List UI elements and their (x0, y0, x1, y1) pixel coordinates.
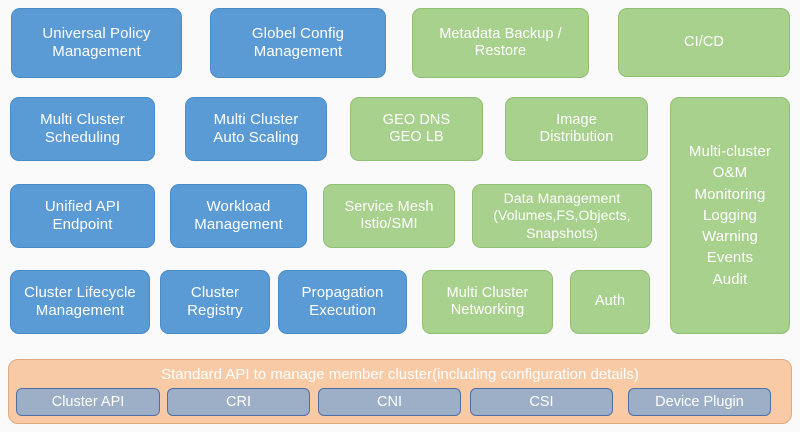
node-service-mesh-istio-smi[interactable]: Service Mesh Istio/SMI (323, 184, 455, 248)
node-ci-cd[interactable]: CI/CD (618, 8, 790, 77)
chip-cni[interactable]: CNI (318, 388, 461, 416)
standard-api-band-title: Standard API to manage member cluster(in… (161, 366, 639, 383)
node-global-config-management[interactable]: Globel Config Management (210, 8, 386, 78)
chip-cri[interactable]: CRI (167, 388, 310, 416)
node-data-management[interactable]: Data Management (Volumes,FS,Objects, Sna… (472, 184, 652, 248)
node-workload-management[interactable]: Workload Management (170, 184, 307, 248)
node-cluster-lifecycle-management[interactable]: Cluster Lifecycle Management (10, 270, 150, 334)
node-propagation-execution[interactable]: Propagation Execution (278, 270, 407, 334)
node-unified-api-endpoint[interactable]: Unified API Endpoint (10, 184, 155, 248)
node-auth[interactable]: Auth (570, 270, 650, 334)
node-universal-policy-management[interactable]: Universal Policy Management (11, 8, 182, 78)
chip-cluster-api[interactable]: Cluster API (16, 388, 160, 416)
node-multi-cluster-networking[interactable]: Multi Cluster Networking (422, 270, 553, 334)
node-geo-dns-geo-lb[interactable]: GEO DNS GEO LB (350, 97, 483, 161)
node-cluster-registry[interactable]: Cluster Registry (160, 270, 270, 334)
node-metadata-backup-restore[interactable]: Metadata Backup / Restore (412, 8, 589, 78)
node-multi-cluster-scheduling[interactable]: Multi Cluster Scheduling (10, 97, 155, 161)
node-multi-cluster-oam-panel[interactable]: Multi-cluster O&M Monitoring Logging War… (670, 97, 790, 334)
chip-device-plugin[interactable]: Device Plugin (628, 388, 771, 416)
node-multi-cluster-auto-scaling[interactable]: Multi Cluster Auto Scaling (185, 97, 327, 161)
node-image-distribution[interactable]: Image Distribution (505, 97, 648, 161)
chip-csi[interactable]: CSI (470, 388, 613, 416)
